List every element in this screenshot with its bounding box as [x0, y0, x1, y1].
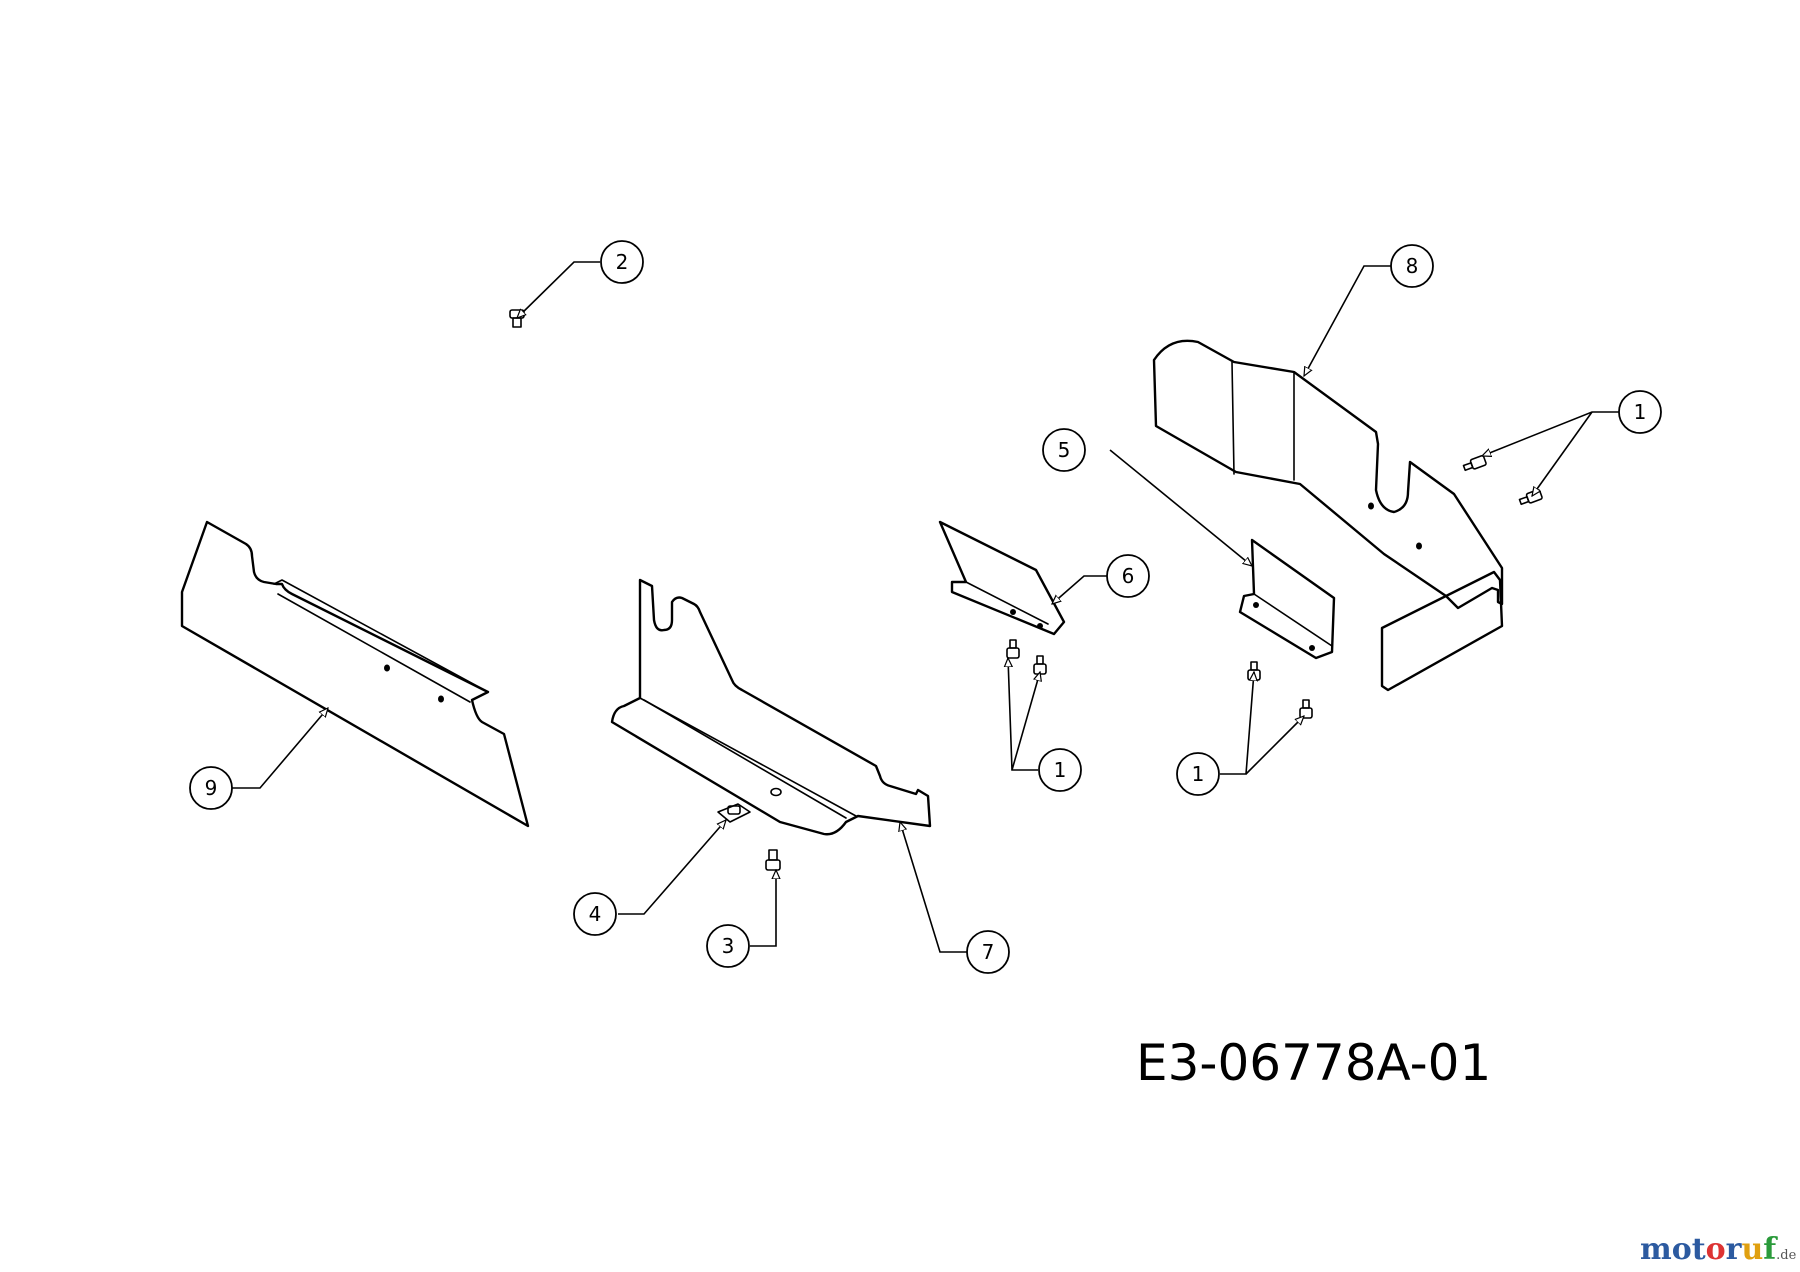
callout-8: 8 [1390, 244, 1434, 288]
watermark-brand: motoruf [1640, 1232, 1777, 1267]
part-9-side-cover [180, 520, 530, 828]
fastener-screws-1-right [1462, 454, 1543, 506]
svg-text:8: 8 [1406, 254, 1419, 278]
svg-text:6: 6 [1122, 564, 1135, 588]
callout-6: 6 [1106, 554, 1150, 598]
drawing-number: E3-06778A-01 [1136, 1034, 1492, 1092]
svg-text:9: 9 [205, 776, 218, 800]
svg-text:4: 4 [589, 902, 602, 926]
fastener-screws-1-lower-right [1247, 661, 1313, 719]
callout-7: 7 [966, 930, 1010, 974]
part-8-rear-cover [1152, 339, 1504, 692]
fastener-screws-1-center [1006, 639, 1047, 675]
part-5-angle-bracket [1238, 538, 1336, 660]
fastener-bolt-3 [765, 849, 781, 871]
callout-9: 9 [189, 766, 233, 810]
callout-1-center: 1 [1038, 748, 1082, 792]
watermark-logo: motoruf.de [1640, 1232, 1796, 1267]
svg-text:7: 7 [982, 940, 995, 964]
callout-4: 4 [573, 892, 617, 936]
callout-5: 5 [1042, 428, 1086, 472]
svg-text:2: 2 [616, 250, 629, 274]
watermark-suffix: .de [1776, 1248, 1797, 1263]
callout-1-lower-right: 1 [1176, 752, 1220, 796]
leader-lines [232, 261, 1620, 953]
callout-1-right: 1 [1618, 390, 1662, 434]
svg-text:5: 5 [1058, 438, 1071, 462]
svg-text:1: 1 [1192, 762, 1205, 786]
part-7-center-bracket [610, 578, 932, 836]
fastener-nut-4 [717, 803, 751, 823]
callout-3: 3 [706, 924, 750, 968]
svg-text:3: 3 [722, 934, 735, 958]
svg-text:1: 1 [1054, 758, 1067, 782]
svg-text:1: 1 [1634, 400, 1647, 424]
callout-2: 2 [600, 240, 644, 284]
part-6-angle-bracket [938, 520, 1066, 636]
